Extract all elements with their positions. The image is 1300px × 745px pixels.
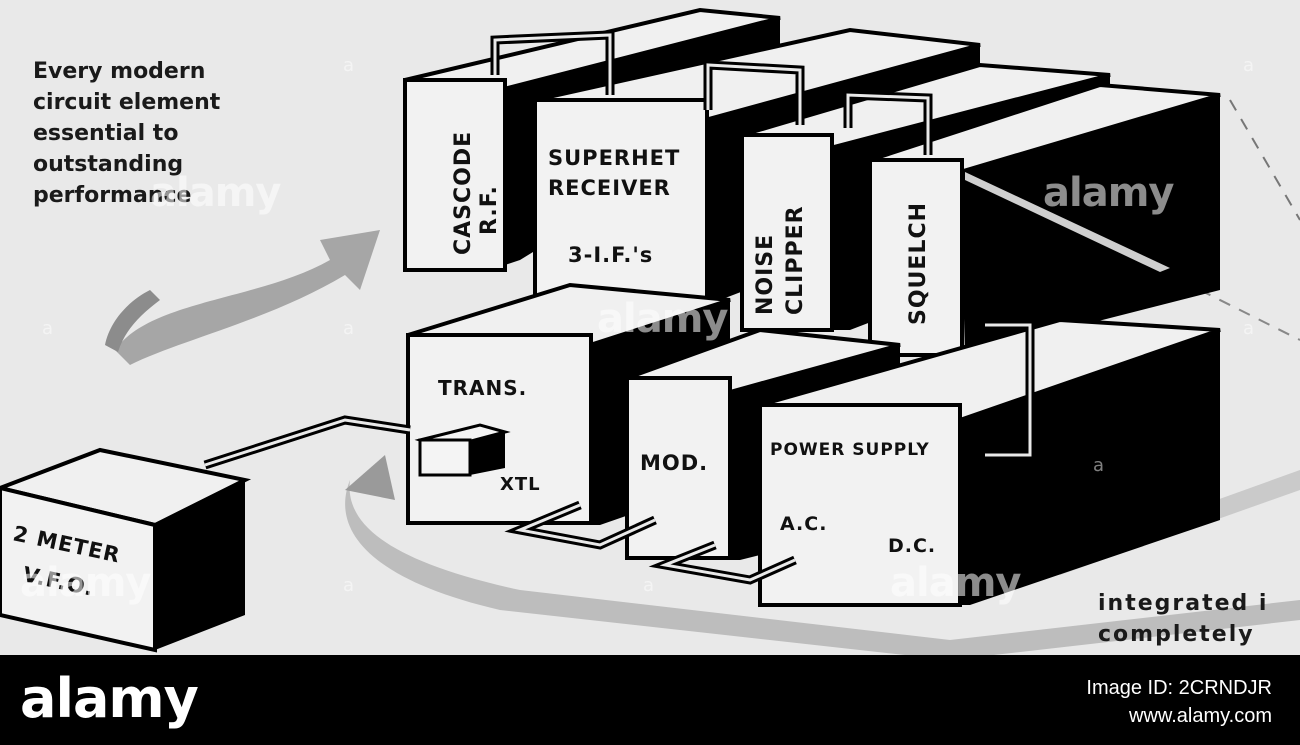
squelch-front	[868, 158, 964, 357]
footer-bar: alamy Image ID: 2CRNDJR www.alamy.com	[0, 655, 1300, 745]
cascode-label: CASCODE R.F.	[451, 131, 502, 255]
watermark-mark-5: a	[1243, 318, 1255, 339]
cable-vfo-trans-inner	[204, 418, 411, 467]
integrated-caption-line-1: integrated i	[1098, 591, 1269, 616]
tagline-line-5: performance	[33, 183, 192, 208]
tagline-line-1: Every modern	[33, 59, 206, 84]
watermark-logo-3: alamy	[1043, 170, 1174, 216]
handle-noise-squelch-inner	[846, 93, 930, 155]
diagram-illustration: CASCODE R.F. SUPERHET RECEIVER 3-I.F.'s …	[0, 0, 1300, 655]
watermark-mark-2: a	[343, 318, 355, 339]
handle-superhet-noise-inner	[706, 63, 802, 125]
watermark-logo-5: alamy	[20, 560, 151, 606]
curved-arrow-left	[115, 230, 380, 365]
watermark-mark-7: a	[643, 575, 655, 596]
noise-front	[740, 133, 834, 332]
watermark-mark-1: a	[343, 55, 355, 76]
integrated-caption: integrated i completely	[1098, 588, 1268, 650]
power-side	[960, 330, 1220, 605]
image-id-text: Image ID: 2CRNDJR	[1086, 677, 1272, 699]
xtl-label: XTL	[500, 474, 541, 495]
noise-label-line2: CLIPPER	[783, 205, 808, 315]
watermark-logo-4: alamy	[890, 560, 1021, 606]
tagline-line-3: essential to	[33, 121, 179, 146]
cable-mod-power-inner	[659, 543, 796, 582]
power-supply-label: POWER SUPPLY	[770, 440, 930, 460]
ac-label: A.C.	[780, 513, 827, 535]
tagline: Every modern circuit element essential t…	[33, 56, 333, 211]
brand-logo[interactable]: alamy	[20, 667, 199, 730]
squelch-highlight	[965, 172, 1170, 272]
cascode-label-line1: CASCODE	[451, 131, 476, 255]
dash-line-1	[1229, 99, 1300, 221]
power-front	[758, 403, 962, 607]
cascode-label-line2: R.F.	[477, 185, 502, 235]
superhet-label-line2: RECEIVER	[548, 176, 671, 200]
trans-label: TRANS.	[438, 376, 527, 400]
base-arrow	[345, 480, 1300, 655]
module-diagram: CASCODE R.F. SUPERHET RECEIVER 3-I.F.'s …	[0, 7, 1300, 655]
noise-label: NOISE CLIPPER	[753, 205, 808, 315]
handle-cascode-superhet-inner	[493, 33, 612, 95]
integrated-caption-line-2: completely	[1098, 622, 1255, 647]
tagline-line-4: outstanding	[33, 152, 184, 177]
watermark-mark-6: a	[343, 575, 355, 596]
left-arrowhead	[345, 455, 395, 500]
cable-trans-mod-inner	[514, 503, 656, 547]
noise-label-line1: NOISE	[753, 234, 778, 315]
superhet-front	[533, 98, 709, 307]
superhet-label-line1: SUPERHET	[548, 146, 680, 170]
curved-arrow-left-tail	[105, 290, 160, 352]
watermark-mark-8: a	[1093, 455, 1105, 476]
xtl-side	[445, 432, 505, 475]
vfo-side	[155, 480, 245, 650]
watermark-logo-1: alamy	[150, 170, 281, 216]
site-url-link[interactable]: www.alamy.com	[1129, 705, 1272, 727]
squelch-label: SQUELCH	[906, 202, 931, 325]
cascode-front	[403, 78, 507, 272]
squelch-label-text: SQUELCH	[906, 202, 931, 325]
watermark-mark-3: a	[42, 318, 54, 339]
mod-label: MOD.	[640, 451, 708, 475]
tagline-line-2: circuit element	[33, 90, 221, 115]
cable-squelch-power-inner	[985, 323, 1032, 457]
superhet-label-line3: 3-I.F.'s	[568, 243, 653, 267]
xtl-front	[418, 438, 472, 477]
watermark-mark-4: a	[1243, 55, 1255, 76]
dc-label: D.C.	[888, 535, 936, 557]
vfo-front	[0, 485, 157, 653]
watermark-logo-2: alamy	[597, 296, 728, 342]
squelch-side	[960, 95, 1220, 355]
